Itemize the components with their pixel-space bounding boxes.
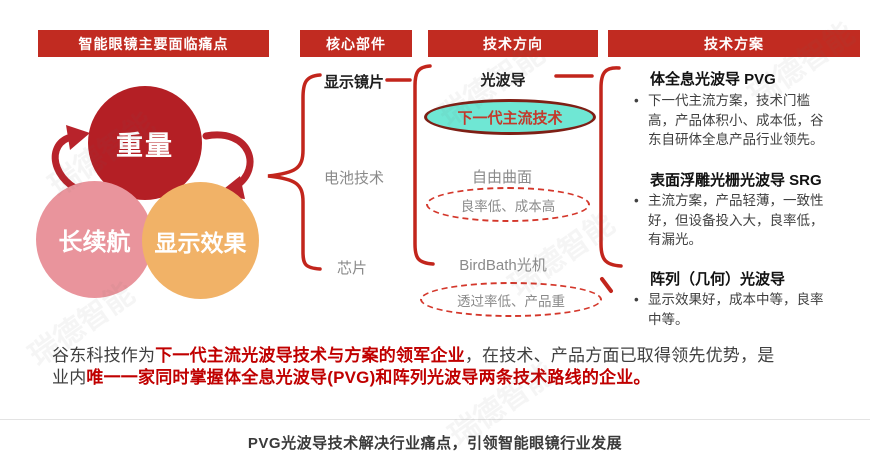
solution-title-array: 阵列（几何）光波导 xyxy=(650,271,786,288)
summary-text: 业内 xyxy=(52,368,87,387)
direction-label-waveguide: 光波导 xyxy=(480,72,526,89)
solution-desc-text: 主流方案，产品轻薄，一致性好，但设备投入大，良率低，有漏光。 xyxy=(648,193,824,248)
summary-line-1: 谷东科技作为下一代主流光波导技术与方案的领军企业，在技术、产品方面已取得领先优势… xyxy=(52,345,832,367)
bullet-icon: • xyxy=(634,193,639,208)
summary-text: 谷东科技作为 xyxy=(52,346,156,365)
divider-line xyxy=(0,419,870,420)
summary-highlight: 下一代主流光波导技术与方案的领军企业 xyxy=(155,346,465,365)
pain-circle-battery-life: 长续航 xyxy=(36,181,153,298)
cycle-arrow-left-head xyxy=(66,125,90,150)
direction-label-freeform: 自由曲面 xyxy=(471,169,532,186)
solution-desc-srg: • 主流方案，产品轻薄，一致性好，但设备投入大，良率低，有漏光。 xyxy=(634,191,830,250)
header-tech-solution: 技术方案 xyxy=(608,30,860,57)
solution-desc-array: • 显示效果好，成本中等，良率中等。 xyxy=(634,290,830,329)
next-gen-mainstream-tag: 下一代主流技术 xyxy=(424,99,596,135)
component-label-chip: 芯片 xyxy=(337,260,368,277)
summary-text: ，在技术、产品方面已取得领先优势，是 xyxy=(464,346,775,365)
summary-paragraph: 谷东科技作为下一代主流光波导技术与方案的领军企业，在技术、产品方面已取得领先优势… xyxy=(52,345,832,389)
lens-to-directions-bracket xyxy=(413,64,435,266)
slide-caption: PVG光波导技术解决行业痛点，引领智能眼镜行业发展 xyxy=(247,435,623,452)
solution-title-pvg: 体全息光波导 PVG xyxy=(650,71,776,88)
header-pain-points: 智能眼镜主要面临痛点 xyxy=(38,30,269,57)
pain-circle-weight: 重量 xyxy=(88,86,202,200)
solution-desc-text: 下一代主流方案，技术门槛高，产品体积小、成本低，谷东自研体全息产品行业领先。 xyxy=(648,93,824,148)
directions-to-solutions-bracket xyxy=(599,66,623,268)
summary-line-2: 业内唯一一家同时掌握体全息光波导(PVG)和阵列光波导两条技术路线的企业。 xyxy=(52,367,832,389)
cycle-arrow-right xyxy=(202,131,254,190)
header-core-components: 核心部件 xyxy=(300,30,412,57)
solution-desc-text: 显示效果好，成本中等，良率中等。 xyxy=(648,292,824,327)
solution-desc-pvg: • 下一代主流方案，技术门槛高，产品体积小、成本低，谷东自研体全息产品行业领先。 xyxy=(634,91,830,150)
birdbath-issue-ellipse: 透过率低、产品重 xyxy=(420,282,602,317)
summary-highlight: 唯一一家同时掌握体全息光波导(PVG)和阵列光波导两条技术路线的企业。 xyxy=(86,368,651,387)
pain-circle-display-effect: 显示效果 xyxy=(142,182,259,299)
bracket-bottom-tick xyxy=(600,277,613,293)
component-label-display-lens: 显示镜片 xyxy=(324,74,385,91)
pain-to-components-brace xyxy=(267,73,322,271)
freeform-issue-ellipse: 良率低、成本高 xyxy=(426,187,590,222)
solution-title-srg: 表面浮雕光栅光波导 SRG xyxy=(650,172,822,189)
component-label-battery-tech: 电池技术 xyxy=(324,170,385,187)
header-tech-direction: 技术方向 xyxy=(428,30,598,57)
bullet-icon: • xyxy=(634,93,639,108)
bullet-icon: • xyxy=(634,292,639,307)
direction-label-birdbath: BirdBath光机 xyxy=(459,257,547,274)
